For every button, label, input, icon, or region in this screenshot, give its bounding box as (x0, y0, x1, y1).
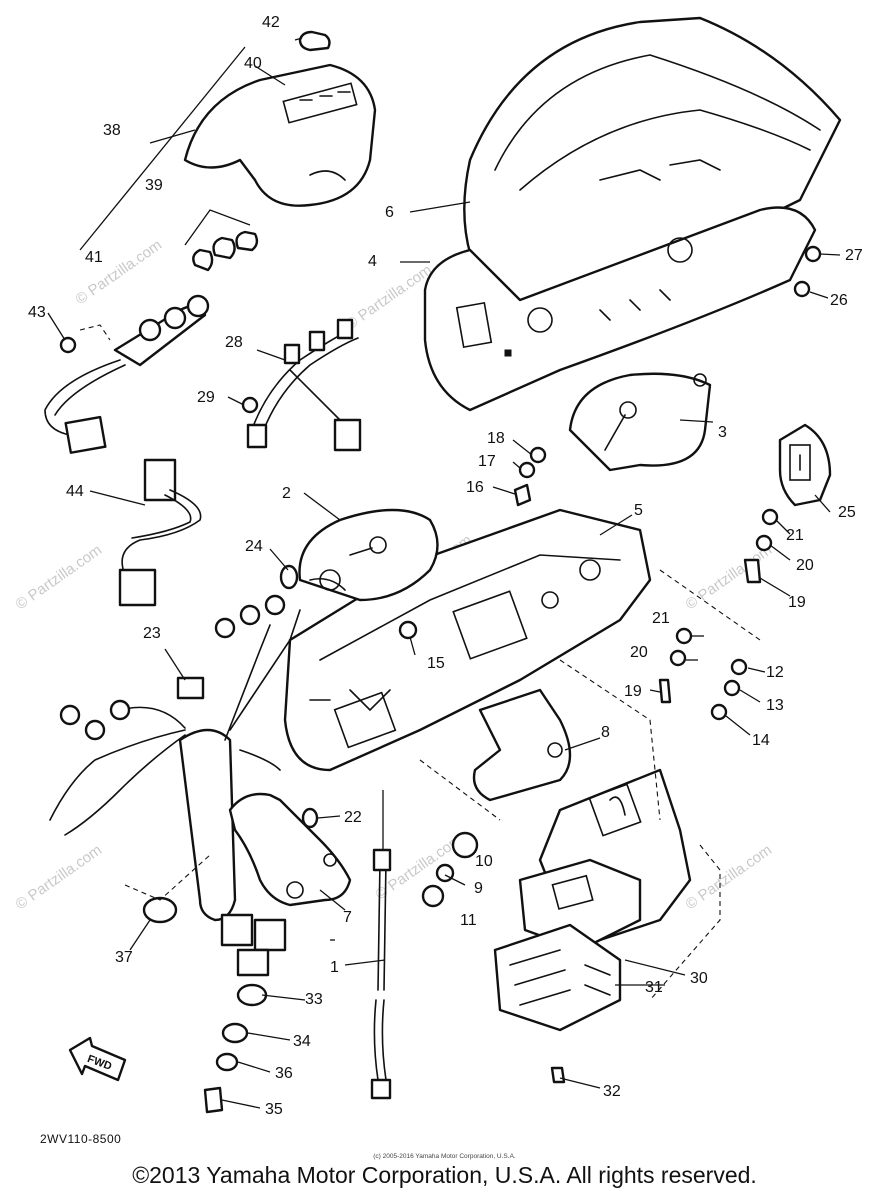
part-4-meter-case (423, 206, 817, 412)
watermark: © Partzilla.com (683, 841, 776, 913)
callout-32: 32 (603, 1083, 621, 1100)
callout-3: 3 (718, 424, 727, 441)
guide-lines (79, 324, 761, 1001)
callout-36: 36 (275, 1065, 293, 1082)
diagram-code: 2WV110-8500 (40, 1132, 122, 1146)
watermark: © Partzilla.com (13, 841, 106, 913)
callout-15: 15 (427, 655, 445, 672)
callout-14: 14 (752, 732, 770, 749)
callout-6: 6 (385, 204, 394, 221)
callout-39: 39 (145, 177, 163, 194)
callouts: 42 40 38 39 41 43 6 4 27 26 28 29 3 18 1… (28, 14, 863, 1118)
part-28-harness (246, 318, 362, 452)
part-6-meter-lens (463, 16, 842, 312)
callout-17: 17 (478, 453, 496, 470)
part-5-meter-bracket (283, 508, 652, 772)
callout-40: 40 (244, 55, 262, 72)
copyright-notice: ©2013 Yamaha Motor Corporation, U.S.A. A… (132, 1162, 757, 1188)
callout-22: 22 (344, 809, 362, 826)
small-copyright: (c) 2005-2016 Yamaha Motor Corporation, … (373, 1153, 516, 1160)
callout-41: 41 (85, 249, 103, 266)
callout-8: 8 (601, 724, 610, 741)
callout-27: 27 (845, 247, 863, 264)
part-30-bracket-assembly (493, 768, 692, 1032)
callout-21: 21 (652, 610, 670, 627)
callout-19: 19 (624, 683, 642, 700)
callout-25: 25 (838, 504, 856, 521)
part-44-sub-harness (118, 458, 202, 607)
callout-26: 26 (830, 292, 848, 309)
callout-13: 13 (766, 697, 784, 714)
part-1-speedo-cable (370, 790, 392, 1100)
callout-1: 1 (330, 959, 339, 976)
part-2-speedometer (298, 508, 439, 602)
part-8-stay (472, 688, 572, 802)
callout-42: 42 (262, 14, 280, 31)
part-41-socket-harness (44, 294, 210, 454)
callout-12: 12 (766, 664, 784, 681)
callout-30: 30 (690, 970, 708, 987)
watermark: © Partzilla.com (343, 261, 436, 333)
callout-23: 23 (143, 625, 161, 642)
part-38-indicator-housing (183, 30, 377, 207)
callout-20: 20 (796, 557, 814, 574)
part-39-bulbs (184, 209, 259, 272)
part-7-bracket (228, 792, 352, 907)
callout-4: 4 (368, 253, 377, 270)
leader-lines (47, 37, 841, 1109)
callout-24: 24 (245, 538, 263, 555)
part-3-tachometer (568, 372, 712, 472)
part-25-indicator-unit (778, 423, 832, 507)
callout-37: 37 (115, 949, 133, 966)
callout-9: 9 (474, 880, 483, 897)
callout-21: 21 (786, 527, 804, 544)
fwd-arrow: FWD (68, 1036, 127, 1082)
callout-16: 16 (466, 479, 484, 496)
callout-18: 18 (487, 430, 505, 447)
callout-11: 11 (460, 912, 477, 929)
callout-7: 7 (343, 909, 352, 926)
callout-19: 19 (788, 594, 806, 611)
callout-28: 28 (225, 334, 243, 351)
watermark: © Partzilla.com (73, 236, 166, 308)
callout-29: 29 (197, 389, 215, 406)
callout-33: 33 (305, 991, 323, 1008)
callout-35: 35 (265, 1101, 283, 1118)
watermark: © Partzilla.com (683, 541, 776, 613)
callout-2: 2 (282, 485, 291, 502)
callout-10: 10 (475, 853, 493, 870)
callout-34: 34 (293, 1033, 311, 1050)
callout-5: 5 (634, 502, 643, 519)
hardware-parts (59, 245, 822, 1114)
callout-43: 43 (28, 304, 46, 321)
callout-20: 20 (630, 644, 648, 661)
watermark: © Partzilla.com (13, 541, 106, 613)
callout-44: 44 (66, 483, 84, 500)
part-23-main-harness (49, 594, 301, 977)
callout-38: 38 (103, 122, 121, 139)
callout-31: 31 (645, 979, 663, 996)
